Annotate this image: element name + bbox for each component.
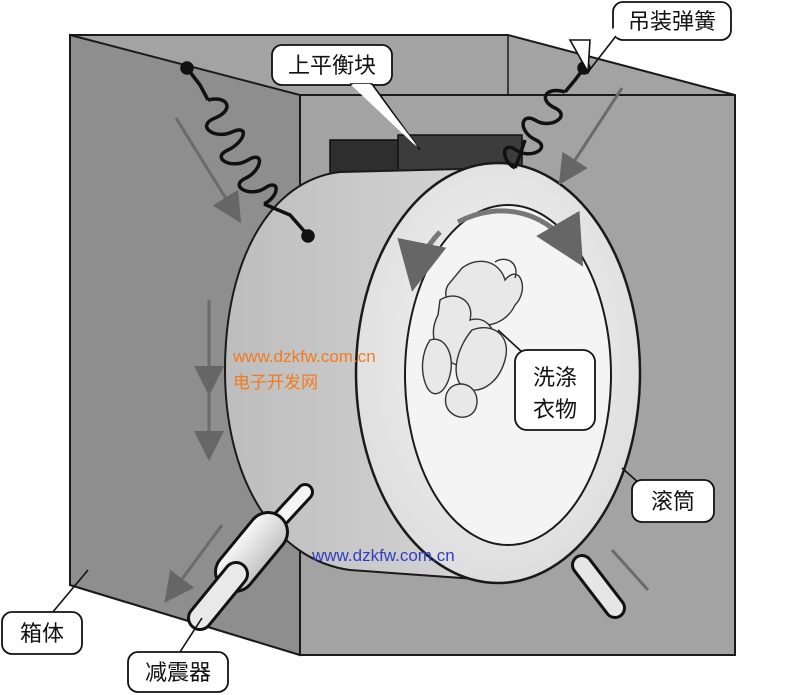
arrow-right-absorber — [610, 548, 650, 592]
motion-arrows — [164, 87, 650, 603]
watermark-url-bottom: www.dzkfw.com.cn — [311, 546, 455, 565]
arrow-down-left-spring — [174, 117, 242, 224]
label-laundry-line2: 衣物 — [533, 398, 577, 423]
arrow-down-right-spring — [558, 87, 624, 186]
arrow-down-left-absorber — [164, 524, 224, 603]
drum-rotation-arrow-top — [456, 208, 584, 267]
watermark-url: www.dzkfw.com.cn — [232, 347, 376, 366]
callout-upper-counterweight: 上平衡块 — [271, 44, 421, 151]
callout-drum: 滚筒 — [621, 467, 715, 523]
label-hanging-spring: 吊装弹簧 — [628, 10, 716, 35]
shock-absorber-left — [187, 483, 314, 631]
callout-laundry: 洗涤 衣物 — [497, 329, 596, 431]
callout-hanging-spring: 吊装弹簧 — [568, 1, 732, 75]
hanging-spring-left — [180, 61, 315, 243]
label-laundry-line1: 洗涤 — [533, 366, 577, 391]
drum-rotation-arrow-left — [397, 230, 447, 292]
label-cabinet: 箱体 — [20, 622, 64, 647]
callout-shock-absorber: 减震器 — [127, 617, 229, 693]
callout-cabinet: 箱体 — [1, 569, 89, 655]
label-upper-counterweight: 上平衡块 — [288, 54, 376, 79]
label-drum: 滚筒 — [651, 490, 695, 515]
label-shock-absorber: 减震器 — [145, 661, 211, 686]
watermark-site-name: 电子开发网 — [233, 373, 318, 392]
laundry — [421, 258, 524, 418]
shock-absorber-right — [571, 554, 626, 619]
